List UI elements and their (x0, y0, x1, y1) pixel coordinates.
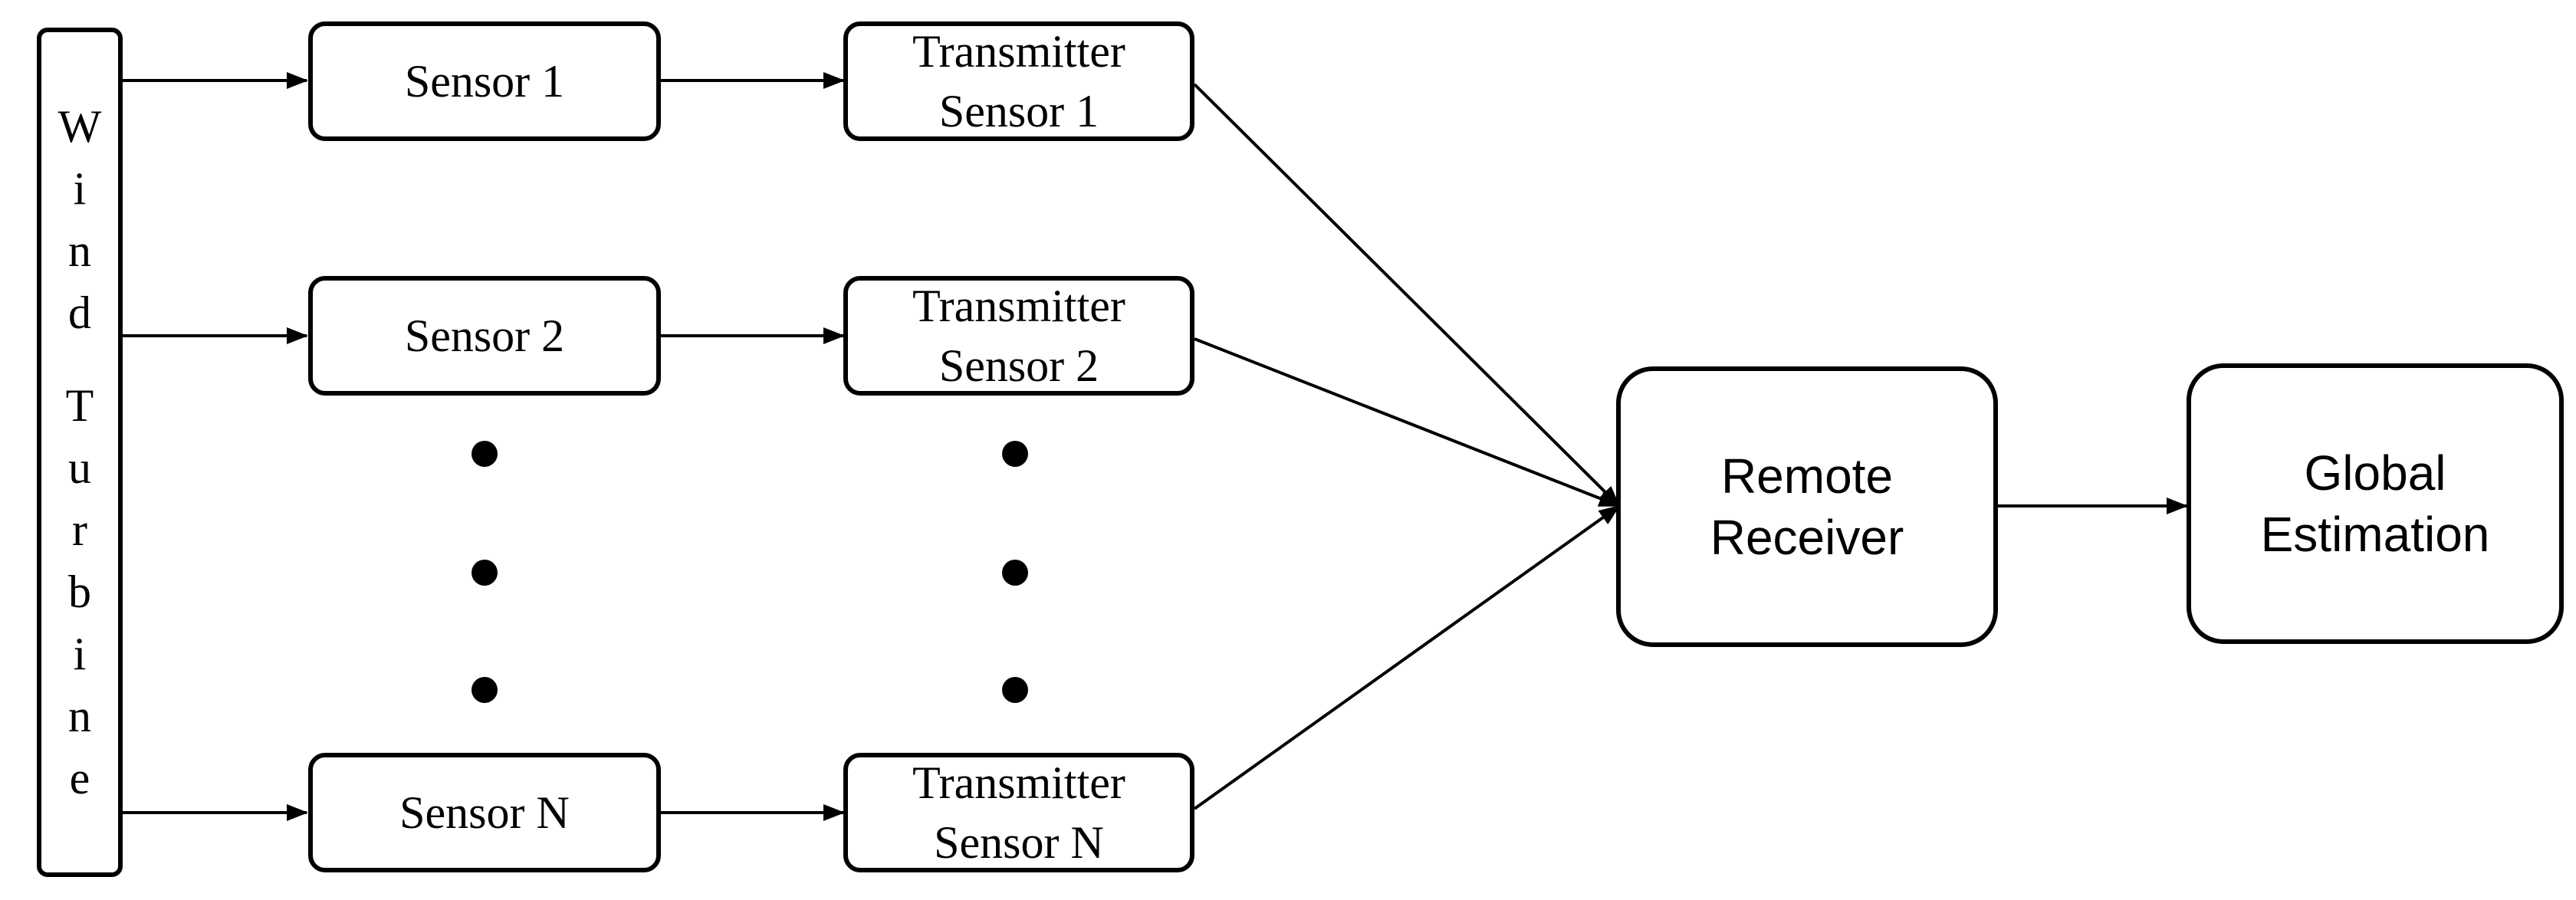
sensor-label: Sensor N (399, 787, 570, 838)
transmitter-label-line2: Sensor 2 (938, 340, 1099, 391)
turbine-letter: e (69, 752, 90, 803)
transmitter-label-line1: Transmitter (912, 281, 1125, 331)
sensor-label: Sensor 1 (404, 56, 565, 107)
turbine-letter: n (68, 690, 91, 741)
arrow-transmitter-n-to-receiver (1193, 504, 1621, 810)
transmitter-sensor-n-box: Transmitter Sensor N (843, 753, 1194, 872)
transmitter-label-line1: Transmitter (912, 26, 1125, 77)
ellipsis-dot (1002, 560, 1028, 586)
turbine-letter: i (73, 163, 87, 214)
sensor-2-box: Sensor 2 (308, 276, 661, 396)
transmitter-sensor-2-box: Transmitter Sensor 2 (843, 276, 1194, 396)
turbine-letter: n (68, 225, 91, 276)
transmitter-label-line2: Sensor 1 (938, 86, 1099, 136)
turbine-letter: u (68, 442, 91, 493)
sensor-label: Sensor 2 (404, 310, 565, 361)
ellipsis-dot (1002, 441, 1028, 467)
receiver-label-line2: Receiver (1710, 510, 1904, 565)
turbine-letter: i (73, 628, 87, 679)
estimation-label-line1: Global (2304, 445, 2446, 501)
turbine-letter: W (58, 100, 102, 152)
transmitter-label-line2: Sensor N (934, 817, 1104, 868)
global-estimation-box: Global Estimation (2187, 363, 2564, 644)
receiver-label-line1: Remote (1720, 448, 1894, 504)
turbine-letter: d (68, 287, 91, 338)
sensor-n-box: Sensor N (308, 753, 661, 872)
arrow-transmitter-2-to-receiver (1194, 337, 1621, 507)
turbine-letter: b (68, 566, 91, 617)
turbine-letter: r (72, 504, 87, 555)
turbine-letter: T (65, 379, 94, 431)
remote-receiver-box: Remote Receiver (1616, 366, 1998, 647)
ellipsis-dot (472, 677, 498, 703)
wind-turbine-box: W i n d T u r b i n e (37, 28, 123, 877)
transmitter-sensor-1-box: Transmitter Sensor 1 (843, 21, 1194, 141)
ellipsis-dot (1002, 677, 1028, 703)
sensor-1-box: Sensor 1 (308, 21, 661, 141)
ellipsis-dot (472, 441, 498, 467)
estimation-label-line2: Estimation (2260, 507, 2490, 562)
transmitter-label-line1: Transmitter (912, 757, 1125, 808)
ellipsis-dot (472, 560, 498, 586)
arrow-transmitter-1-to-receiver (1193, 83, 1621, 507)
